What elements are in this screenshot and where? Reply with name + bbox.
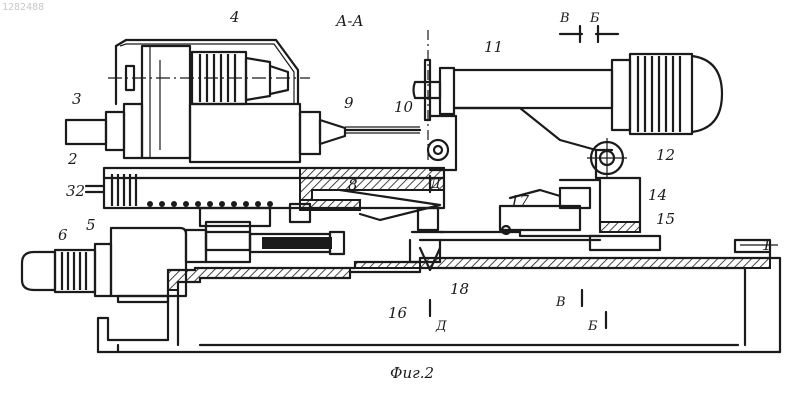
label-10: 10: [394, 98, 414, 116]
carriage-2: [86, 168, 444, 226]
watermark-text: 1282488: [2, 2, 44, 13]
label-6: 6: [58, 226, 68, 244]
mark-v-bottom: В: [555, 295, 566, 310]
label-12: 12: [656, 146, 675, 164]
label-2: 2: [67, 150, 78, 168]
mark-v-top: В: [559, 11, 570, 26]
label-9: 9: [344, 94, 354, 112]
label-1: 1: [762, 236, 772, 254]
label-15: 15: [656, 210, 675, 228]
label-18: 18: [450, 280, 469, 298]
motor-housing-4: [108, 40, 310, 104]
mark-b-bottom: Б: [587, 319, 598, 334]
label-17: 17: [510, 192, 530, 210]
motor-6: [22, 244, 111, 296]
mark-d-mid: Д: [429, 177, 441, 192]
mark-d-bottom: Д: [435, 319, 447, 334]
label-4: 4: [229, 8, 240, 26]
gearbox-5: [111, 222, 344, 302]
label-5: 5: [86, 216, 96, 234]
label-32: 32: [66, 182, 85, 200]
tool-slide-14: [410, 150, 660, 270]
label-16: 16: [388, 304, 408, 322]
cutter-head-11: [414, 30, 723, 178]
label-3: 3: [72, 90, 82, 108]
label-11: 11: [484, 38, 503, 56]
rod-9: [345, 127, 420, 133]
mark-b-top: Б: [589, 11, 600, 26]
figure-caption: Фиг.2: [390, 364, 434, 382]
label-14: 14: [648, 186, 667, 204]
label-8: 8: [348, 176, 358, 194]
section-title: А-А: [335, 12, 364, 30]
